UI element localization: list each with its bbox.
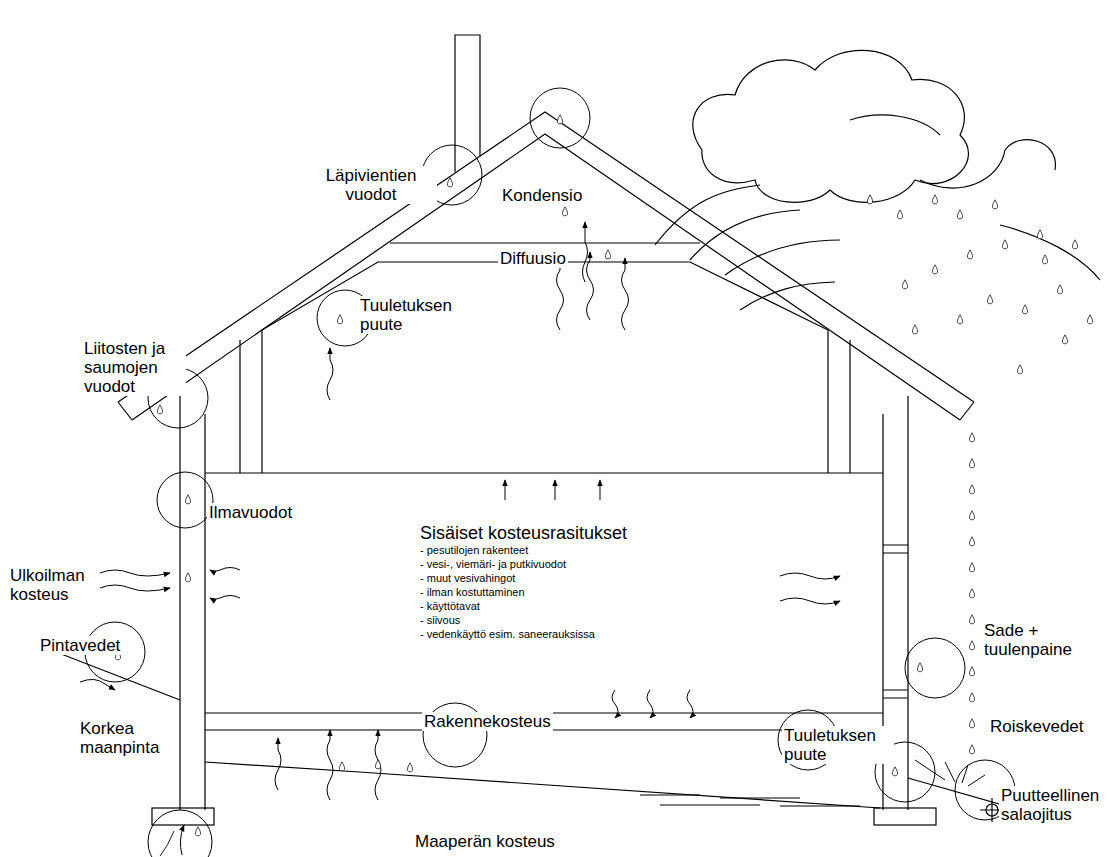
- rain-drop: [969, 719, 974, 728]
- list-item: - muut vesivahingot: [420, 571, 883, 585]
- rain-drop: [957, 210, 962, 219]
- callout-label: Diffuusio: [498, 249, 568, 268]
- rain-drop: [902, 280, 907, 289]
- walls: [180, 396, 908, 810]
- rain-drop: [375, 760, 380, 769]
- rain-drop: [957, 315, 962, 324]
- rain-drop: [969, 745, 974, 754]
- rain-drop: [407, 763, 412, 772]
- callout-label: Ulkoilman kosteus: [8, 566, 98, 604]
- rain-drop: [1072, 240, 1077, 249]
- rain-drop: [195, 827, 200, 836]
- window: [883, 545, 908, 698]
- callout-label: Pintavedet: [38, 636, 122, 655]
- rain-drop: [932, 195, 937, 204]
- interior-room: Sisäiset kosteusrasitukset- pesutilojen …: [205, 501, 883, 713]
- rain-drop: [969, 511, 974, 520]
- rain-drop: [157, 405, 162, 414]
- list-item: - ilman kostuttaminen: [420, 585, 883, 599]
- rain-drop: [969, 589, 974, 598]
- rain-drop: [1042, 255, 1047, 264]
- rain-drop: [605, 250, 610, 259]
- rain-drop: [932, 265, 937, 274]
- callout-label: Rakennekosteus: [422, 712, 553, 731]
- callout-label: Ilmavuodot: [207, 503, 294, 522]
- list-item: - vesi-, viemäri- ja putkivuodot: [420, 557, 883, 571]
- rain-drop: [1057, 285, 1062, 294]
- rain-drop: [337, 315, 342, 324]
- rain-drops: [115, 115, 1092, 836]
- rain-drop: [969, 459, 974, 468]
- rain-drop: [447, 178, 452, 187]
- callout-label: Roiskevedet: [988, 717, 1086, 736]
- list-item: - vedenkäyttö esim. saneerauksissa: [420, 627, 883, 641]
- rain-drop: [1087, 315, 1092, 324]
- rain-drop: [1037, 230, 1042, 239]
- rain-drop: [185, 573, 190, 582]
- callout-label: Sade + tuulenpaine: [982, 621, 1076, 659]
- callout-label: Läpivientien vuodot: [305, 166, 437, 204]
- rain-drop: [992, 200, 997, 209]
- callout-label: Korkea maanpinta: [78, 719, 178, 757]
- rain-drop: [557, 115, 562, 124]
- room-heading: Sisäiset kosteusrasitukset: [420, 523, 883, 543]
- rain-drop: [967, 250, 972, 259]
- rain-drop: [897, 210, 902, 219]
- rain-drop: [969, 667, 974, 676]
- rain-drop: [185, 495, 190, 504]
- callout-label: Puutteellinen salaojitus: [999, 786, 1111, 824]
- rain-drop: [987, 295, 992, 304]
- rain-drop: [969, 641, 974, 650]
- list-item: - käyttötavat: [420, 599, 883, 613]
- rain-drop: [1017, 365, 1022, 374]
- rain-drop: [1062, 335, 1067, 344]
- chimney: [455, 35, 480, 172]
- attic-structure: [240, 243, 850, 473]
- rain-drop: [1002, 240, 1007, 249]
- callout-label: Tuuletuksen puute: [782, 726, 894, 764]
- list-item: - siivous: [420, 613, 883, 627]
- callout-label: Tuuletuksen puute: [358, 296, 470, 334]
- rain-drop: [969, 537, 974, 546]
- rain-drop: [917, 663, 922, 672]
- list-item: - pesutilojen rakenteet: [420, 543, 883, 557]
- rain-drop: [969, 693, 974, 702]
- rain-drop: [562, 207, 567, 216]
- callout-label: Maaperän kosteus: [413, 832, 557, 851]
- rain-drop: [339, 762, 344, 771]
- clouds: [655, 50, 1100, 310]
- foundation: [38, 645, 1062, 825]
- rain-drop: [969, 563, 974, 572]
- rain-drop: [969, 615, 974, 624]
- roof: [118, 112, 974, 420]
- rain-drop: [892, 767, 897, 776]
- callout-label: Liitosten ja saumojen vuodot: [82, 339, 186, 396]
- rain-drop: [969, 485, 974, 494]
- rain-drop: [867, 195, 872, 204]
- callout-label: Kondensio: [500, 186, 584, 205]
- callout-circles: [85, 88, 1015, 857]
- rain-drop: [912, 325, 917, 334]
- rain-drop: [1022, 305, 1027, 314]
- rain-drop: [969, 433, 974, 442]
